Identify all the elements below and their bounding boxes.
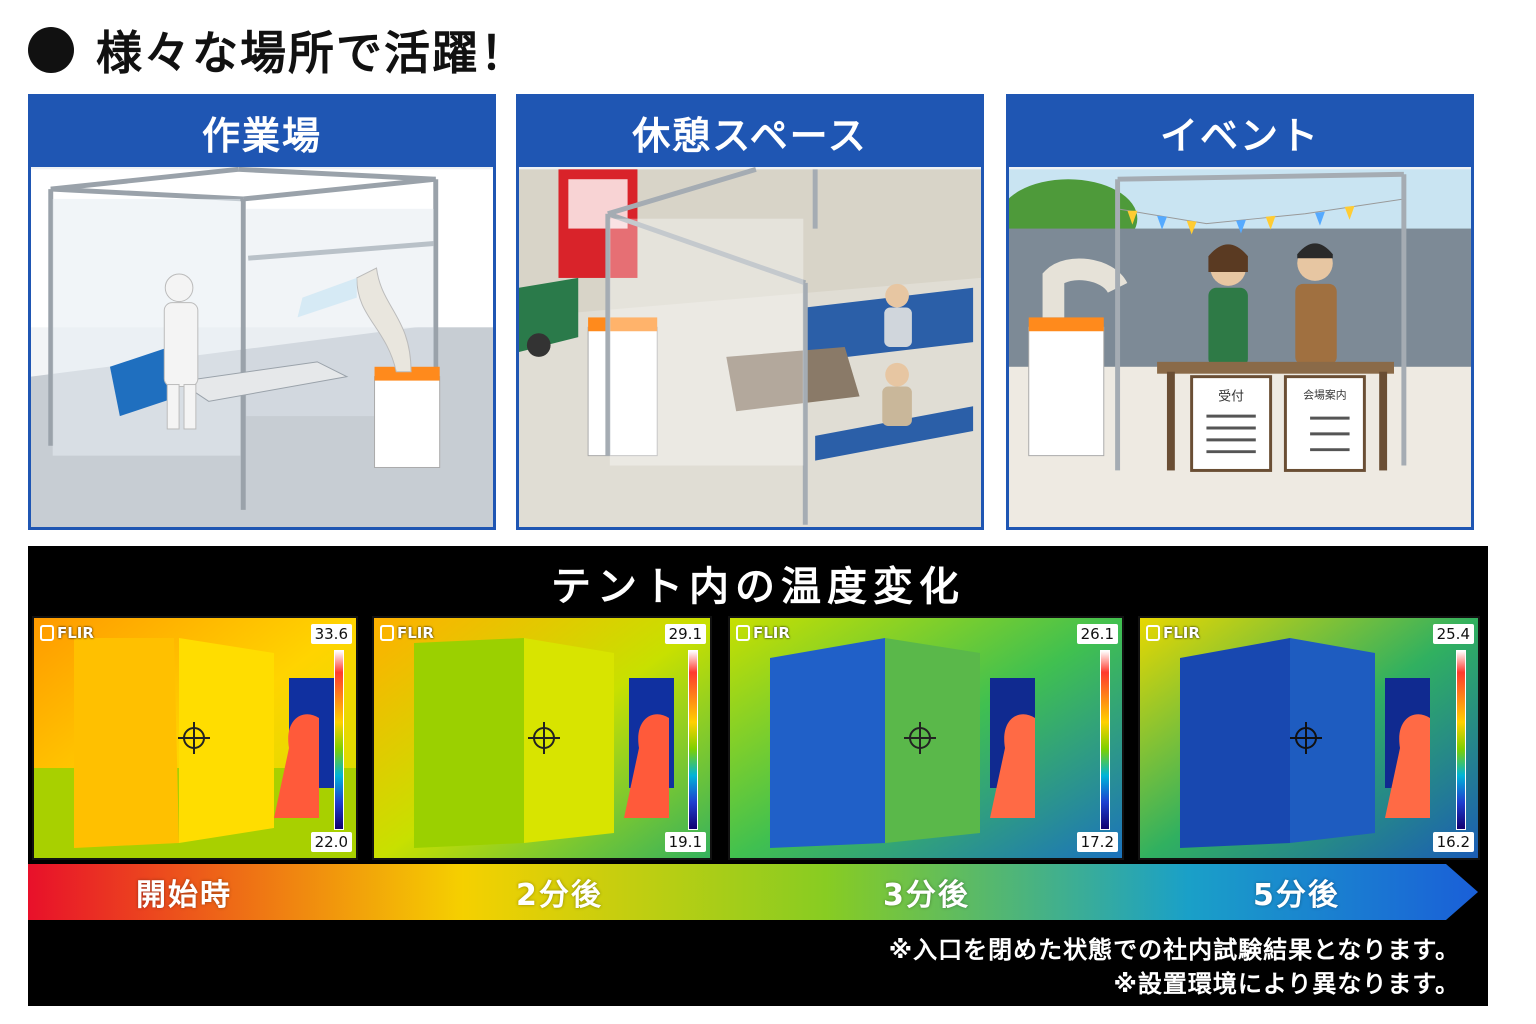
bullet-dot-icon xyxy=(28,27,74,73)
thermal-scale-bar xyxy=(1456,650,1466,830)
footnote-test-conditions: ※入口を閉めた状態での社内試験結果となります。 xyxy=(888,936,1460,964)
thermal-scale-bar xyxy=(1100,650,1110,830)
thermal-image-3min: FLIR 26.1 17.2 xyxy=(728,616,1124,860)
flir-logo: FLIR xyxy=(40,624,94,642)
thermal-scene xyxy=(1140,618,1478,858)
flir-mark-icon xyxy=(380,625,394,641)
flir-mark-icon xyxy=(736,625,750,641)
flir-mark-icon xyxy=(1146,625,1160,641)
flir-logo: FLIR xyxy=(736,624,790,642)
thermal-title: テント内の温度変化 xyxy=(551,564,965,610)
timeline-arrow: 開始時 2分後 3分後 5分後 xyxy=(28,864,1488,920)
flir-brand-text: FLIR xyxy=(397,624,434,642)
thermal-min-temp: 16.2 xyxy=(1432,832,1474,852)
thermal-scene xyxy=(34,618,356,858)
flir-logo: FLIR xyxy=(1146,624,1200,642)
thermal-min-temp: 19.1 xyxy=(664,832,706,852)
headline: 様々な場所で活躍！ xyxy=(28,18,528,82)
thermal-image-5min: FLIR 25.4 16.2 xyxy=(1138,616,1480,860)
panel-event: イベント 受付 会場案内 xyxy=(1006,94,1474,530)
flir-brand-text: FLIR xyxy=(57,624,94,642)
thermal-image-2min: FLIR 29.1 19.1 xyxy=(372,616,712,860)
thermal-min-temp: 22.0 xyxy=(310,832,352,852)
panel-title: 作業場 xyxy=(31,97,493,167)
thermal-scene xyxy=(730,618,1122,858)
thermal-max-temp: 26.1 xyxy=(1076,624,1118,644)
timeline-label-start: 開始時 xyxy=(136,878,232,913)
timeline-label-5min: 5分後 xyxy=(1253,878,1340,913)
flir-brand-text: FLIR xyxy=(753,624,790,642)
thermal-section: テント内の温度変化 FLIR 33.6 22.0 xyxy=(28,546,1488,1006)
headline-text: 様々な場所で活躍！ xyxy=(96,26,528,80)
panel-workshop: 作業場 xyxy=(28,94,496,530)
panel-title: 休憩スペース xyxy=(519,97,981,167)
panel-rest-space: 休憩スペース xyxy=(516,94,984,530)
thermal-scene xyxy=(374,618,710,858)
thermal-max-temp: 29.1 xyxy=(664,624,706,644)
workshop-illustration xyxy=(31,167,493,527)
flir-brand-text: FLIR xyxy=(1163,624,1200,642)
timeline-arrow-shape xyxy=(28,864,1478,920)
timeline-label-2min: 2分後 xyxy=(516,878,603,913)
thermal-min-temp: 17.2 xyxy=(1076,832,1118,852)
thermal-max-temp: 25.4 xyxy=(1432,624,1474,644)
flir-logo: FLIR xyxy=(380,624,434,642)
flir-mark-icon xyxy=(40,625,54,641)
sign-reception: 受付 xyxy=(1218,389,1244,404)
thermal-image-start: FLIR 33.6 22.0 xyxy=(32,616,358,860)
panel-title: イベント xyxy=(1009,97,1471,167)
thermal-max-temp: 33.6 xyxy=(310,624,352,644)
footnote-environment: ※設置環境により異なります。 xyxy=(1113,970,1460,998)
event-illustration: 受付 会場案内 xyxy=(1009,169,1471,527)
thermal-scale-bar xyxy=(688,650,698,830)
sign-venue-guide: 会場案内 xyxy=(1303,387,1346,401)
rest-space-illustration xyxy=(519,167,981,527)
timeline-label-3min: 3分後 xyxy=(883,878,970,913)
thermal-scale-bar xyxy=(334,650,344,830)
